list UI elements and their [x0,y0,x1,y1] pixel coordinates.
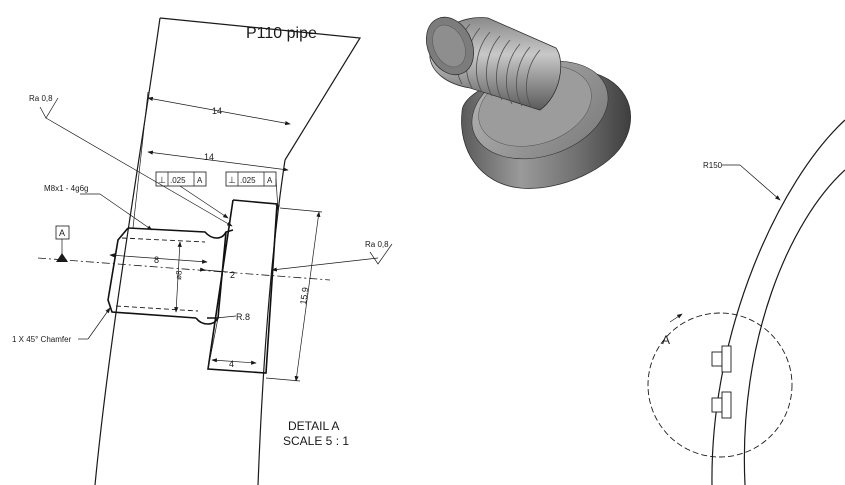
chamfer-callout-text: 1 X 45° Chamfer [12,335,72,344]
roughness-right-text: Ra 0,8 [365,240,389,249]
part-3d-render [425,16,631,189]
drawing-title: P110 pipe [246,25,317,42]
dimension-mid-14-text: 14 [204,152,214,162]
dimension-diameter: ø8 [174,241,184,313]
roughness-top-text: Ra 0,8 [29,94,53,103]
dimension-top-14: 14 [132,91,291,229]
detail-parts [711,345,732,419]
part-profile [107,199,278,374]
dimension-top-14-text: 14 [212,106,222,116]
tolerance-value-right: .025 [240,176,256,185]
perpendicularity-icon: ⊥ [228,175,236,185]
dimension-mid-14: 14 [147,150,289,172]
dimension-flange-height: 15.9 [265,207,323,382]
thread-callout: M8x1 - 4g6g [44,184,153,231]
dimension-diameter-text: ø8 [174,270,184,280]
dimension-radius: R.8 [215,312,250,322]
tolerance-datum-right: A [267,176,273,185]
view-a-label: A [662,333,670,347]
chamfer-callout: 1 X 45° Chamfer [12,307,111,344]
feature-control-frame-right: ⊥ .025 A [225,171,280,211]
detail-name: DETAIL A [288,419,339,433]
arc-radius-text: R150 [703,161,723,170]
dimension-flange-thickness-text: 4 [229,359,234,369]
feature-control-frame-left: ⊥ .025 A [155,171,229,219]
datum-triangle-icon [56,253,68,262]
centerline [37,257,331,281]
perpendicularity-icon: ⊥ [158,175,166,185]
datum-a-label: A [59,228,65,238]
dimension-thread-length-text: 8 [154,255,159,265]
dimension-flange-height-text: 15.9 [298,287,310,306]
tolerance-datum-left: A [197,176,203,185]
pipe-wall-outline [94,17,362,485]
tolerance-value-left: .025 [170,176,186,185]
datum-a-symbol: A [55,225,70,262]
dimension-radius-text: R.8 [236,312,250,322]
roughness-right: Ra 0,8 [271,240,393,272]
detail-circle [647,312,793,458]
pipe-arc-view: R150 A [647,119,845,485]
roughness-top: Ra 0,8 [29,94,233,227]
dimension-groove: 2 [199,267,235,280]
dimension-flange-thickness: 4 [211,358,257,369]
dimension-groove-text: 2 [230,270,235,280]
dimension-thread-length: 8 [109,253,208,265]
thread-callout-text: M8x1 - 4g6g [44,184,88,193]
detail-scale: SCALE 5 : 1 [283,434,349,448]
